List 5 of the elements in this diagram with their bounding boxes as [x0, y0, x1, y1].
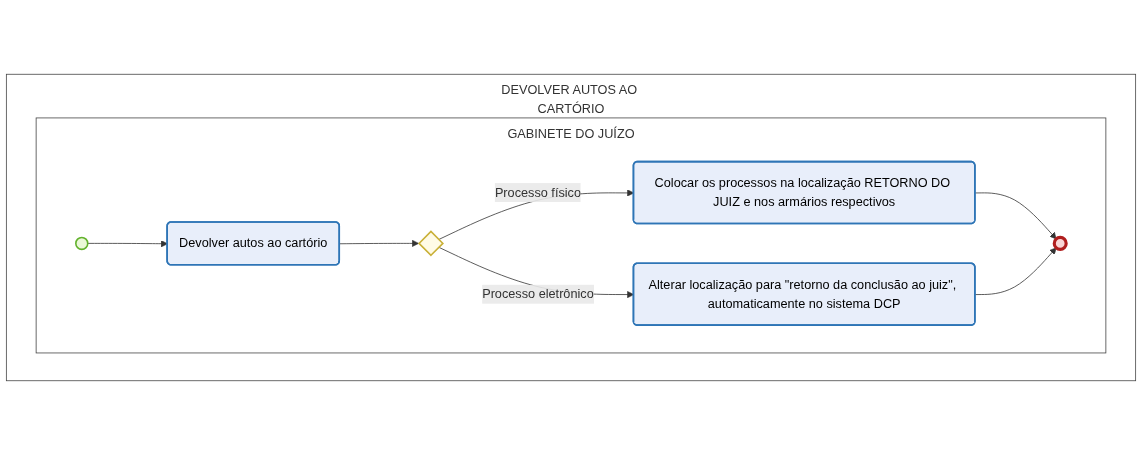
node-diamond	[417, 230, 444, 257]
edge-label: Processo eletrônico	[482, 287, 594, 301]
edge-label: Processo físico	[494, 185, 582, 199]
node-circle	[75, 236, 89, 251]
node-circle	[1052, 235, 1068, 251]
